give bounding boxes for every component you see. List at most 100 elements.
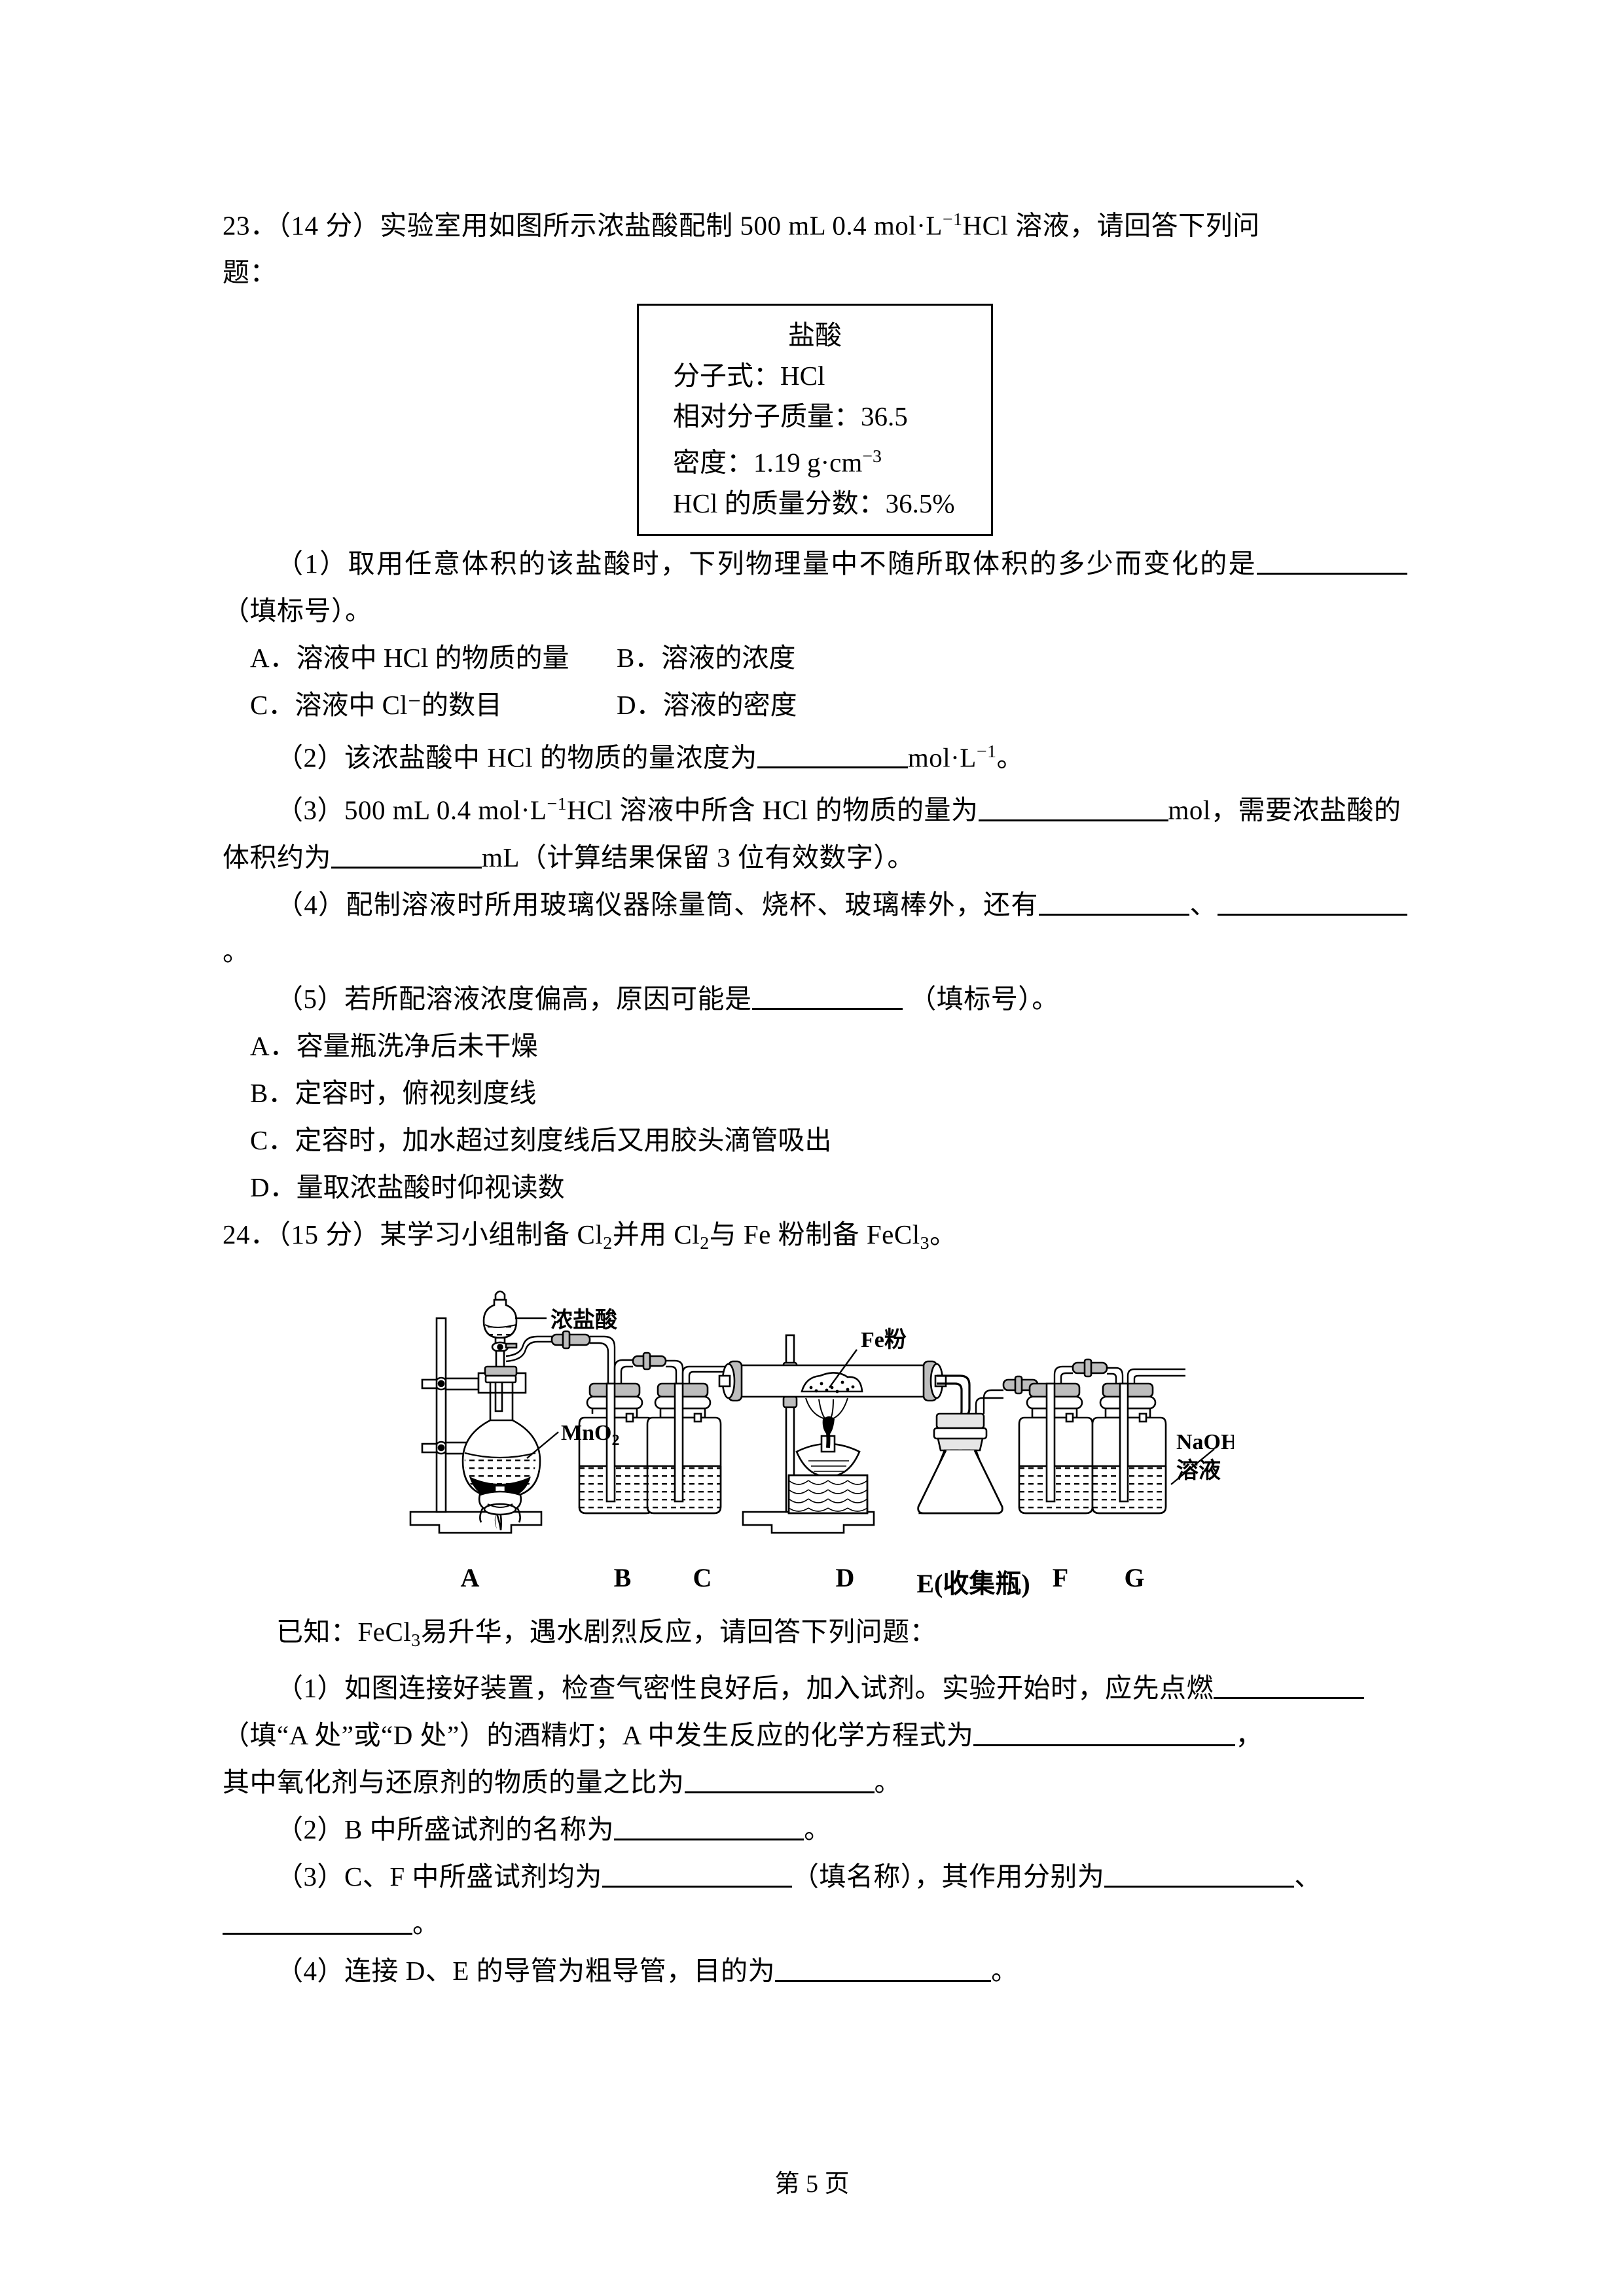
q23-options-row-2: C．溶液中 Cl⁻的数目 D．溶液的密度 xyxy=(223,681,1407,728)
q24-stem-sub-1: 2 xyxy=(603,1232,613,1253)
q23-sub1-answer-blank[interactable] xyxy=(1257,572,1407,575)
q23-sub4-period: 。 xyxy=(223,936,250,967)
q23-sub5-answer-blank[interactable] xyxy=(751,1007,903,1010)
q24-sub3-period: 。 xyxy=(412,1908,440,1939)
q23-stem-text-1: 23．（14 分）实验室用如图所示浓盐酸配制 500 mL 0.4 mol·L xyxy=(223,210,943,241)
q23-options-row-1: A．溶液中 HCl 的物质的量 B．溶液的浓度 xyxy=(223,634,1407,681)
info-molar-mass-label: 相对分子质量： xyxy=(673,401,861,432)
info-mass-fraction: HCl 的质量分数：36.5% xyxy=(661,483,969,524)
q23-option-a-text: 溶液中 HCl 的物质的量 xyxy=(296,642,569,673)
apparatus-diagram-wrapper: 浓盐酸 MnO2 Fe粉 NaOH 溶液 A B C D E(收集瓶) F G xyxy=(223,1284,1407,1602)
apparatus-label-c: C xyxy=(693,1562,712,1592)
q23-sub2-superscript: −1 xyxy=(976,741,997,762)
q23-q5-option-a-key: A． xyxy=(250,1030,297,1061)
q23-q5-option-d-key: D． xyxy=(250,1172,297,1202)
info-density-superscript: −3 xyxy=(862,446,882,467)
info-molar-mass: 相对分子质量：36.5 xyxy=(661,396,969,437)
diagram-label-concentrated-hcl: 浓盐酸 xyxy=(550,1308,618,1333)
q24-stem: 24．（15 分）某学习小组制备 Cl2并用 Cl2与 Fe 粉制备 FeCl3… xyxy=(223,1211,1407,1267)
q24-sub3-answer-blank-1[interactable] xyxy=(602,1885,792,1888)
q23-q5-option-b: B．定容时，俯视刻度线 xyxy=(223,1069,1407,1117)
q23-option-d-key: D． xyxy=(617,689,663,720)
q23-sub3-answer-blank-2[interactable] xyxy=(331,866,482,869)
q23-option-b-key: B． xyxy=(617,642,662,673)
apparatus-label-b: B xyxy=(613,1562,632,1592)
q23-sub4-answer-blank-1[interactable] xyxy=(1038,913,1189,916)
info-formula-value: HCl xyxy=(780,361,825,391)
q24-sub4-period: 。 xyxy=(991,1955,1019,1986)
diagram-label-mno2: MnO2 xyxy=(561,1421,619,1449)
q24-stem-text-4: 。 xyxy=(929,1219,957,1249)
info-formula: 分子式：HCl xyxy=(661,355,969,396)
q24-sub1-answer-blank-1[interactable] xyxy=(1214,1696,1364,1699)
q24-sub3-answer-blank-2[interactable] xyxy=(1104,1885,1295,1888)
q23-q5-option-d-text: 量取浓盐酸时仰视读数 xyxy=(296,1172,565,1202)
q24-sub1-answer-blank-3[interactable] xyxy=(684,1791,875,1793)
info-density: 密度：1.19 g·cm−3 xyxy=(661,437,969,482)
q24-sub4: （4）连接 D、E 的导管为粗导管，目的为 。 xyxy=(223,1947,1407,1994)
q23-sub1-text: （1）取用任意体积的该盐酸时，下列物理量中不随所取体积的多少而变化的是 xyxy=(276,548,1257,579)
q23-option-d-text: 溶液的密度 xyxy=(662,689,797,720)
q23-stem-text-2: HCl 溶液，请回答下列问 xyxy=(962,210,1260,241)
diagram-label-naoh-solution: 溶液 xyxy=(1176,1458,1221,1483)
info-mass-fraction-label: HCl 的质量分数： xyxy=(673,488,886,518)
q23-option-d: D．溶液的密度 xyxy=(617,681,983,728)
q24-sub1-answer-blank-2[interactable] xyxy=(973,1744,1236,1746)
q23-q5-option-c-key: C． xyxy=(250,1124,295,1155)
q24-sub3-answer-blank-3[interactable] xyxy=(223,1932,412,1935)
q24-sub2-period: 。 xyxy=(804,1814,831,1844)
q23-sub5-tail: （填标号）。 xyxy=(909,983,1059,1014)
q24-sub1-text-3: 其中氧化剂与还原剂的物质的量之比为 xyxy=(223,1767,685,1797)
q23-sub3-text-2: HCl 溶液中所含 HCl 的物质的量为 xyxy=(567,795,979,825)
q23-sub3-text-5: mL（计算结果保留 3 位有效数字）。 xyxy=(482,842,914,872)
q24-sub2-text: （2）B 中所盛试剂的名称为 xyxy=(276,1814,615,1844)
q24-known-sub: 3 xyxy=(411,1630,421,1651)
q23-sub5-text: （5）若所配溶液浓度偏高，原因可能是 xyxy=(276,983,752,1014)
diagram-label-fe-powder: Fe粉 xyxy=(861,1327,907,1352)
q23-sub3-text-1: （3）500 mL 0.4 mol·L xyxy=(276,795,547,825)
q24-sub3-text-1: （3）C、F 中所盛试剂均为 xyxy=(276,1861,602,1892)
apparatus-label-a: A xyxy=(460,1562,480,1592)
q23-sub4-answer-blank-2[interactable] xyxy=(1218,913,1408,916)
apparatus-label-d: D xyxy=(835,1562,855,1592)
q23-sub2-answer-blank[interactable] xyxy=(757,766,908,769)
q24-sub3: （3）C、F 中所盛试剂均为（填名称），其作用分别为、 xyxy=(223,1853,1407,1900)
info-title: 盐酸 xyxy=(788,320,842,351)
q23-stem-cont: 题： xyxy=(223,257,277,288)
page-content: 23．（14 分）实验室用如图所示浓盐酸配制 500 mL 0.4 mol·L−… xyxy=(223,196,1408,1994)
q24-sub3-separator: 、 xyxy=(1294,1861,1322,1892)
apparatus-diagram-svg: 浓盐酸 MnO2 Fe粉 NaOH 溶液 xyxy=(409,1290,1238,1534)
info-molar-mass-value: 36.5 xyxy=(861,401,908,432)
apparatus-diagram: 浓盐酸 MnO2 Fe粉 NaOH 溶液 A B C D E(收集瓶) F G xyxy=(396,1284,1238,1602)
q23-sub3-text-4: 体积约为 xyxy=(223,842,331,872)
q23-sub3-answer-blank-1[interactable] xyxy=(978,819,1168,821)
q24-sub2-answer-blank[interactable] xyxy=(614,1838,804,1840)
q23-sub4-text: （4）配制溶液时所用玻璃仪器除量筒、烧杯、玻璃棒外，还有 xyxy=(276,889,1039,920)
q24-sub1-period: 。 xyxy=(874,1767,901,1797)
q24-sub3-cont: 。 xyxy=(223,1900,1407,1947)
q23-option-c-key: C． xyxy=(250,689,295,720)
q24-stem-text-1: 24．（15 分）某学习小组制备 Cl xyxy=(223,1219,604,1249)
q23-option-c: C．溶液中 Cl⁻的数目 xyxy=(223,681,617,728)
info-density-label: 密度： xyxy=(673,447,753,478)
q23-sub2-text: （2）该浓盐酸中 HCl 的物质的量浓度为 xyxy=(276,742,757,773)
diagram-label-naoh: NaOH xyxy=(1176,1430,1234,1454)
q23-sub3: （3）500 mL 0.4 mol·L−1HCl 溶液中所含 HCl 的物质的量… xyxy=(223,781,1407,833)
q23-q5-option-d: D．量取浓盐酸时仰视读数 xyxy=(223,1164,1407,1211)
q24-stem-sub-2: 2 xyxy=(700,1232,710,1253)
q24-sub1-comma: ， xyxy=(1235,1719,1263,1750)
q24-known-text-1: 已知：FeCl xyxy=(276,1616,412,1647)
q23-sub3-text-3: mol，需要浓盐酸的 xyxy=(1168,795,1401,825)
apparatus-label-f: F xyxy=(1052,1562,1069,1592)
q24-sub4-text: （4）连接 D、E 的导管为粗导管，目的为 xyxy=(276,1955,776,1986)
q24-sub4-answer-blank[interactable] xyxy=(775,1979,992,1982)
q24-sub1-text-2: （填“A 处”或“D 处”）的酒精灯；A 中发生反应的化学方程式为 xyxy=(223,1719,974,1750)
q24-sub1-text-1: （1）如图连接好装置，检查气密性良好后，加入试剂。实验开始时，应先点燃 xyxy=(276,1672,1214,1703)
q23-stem: 23．（14 分）实验室用如图所示浓盐酸配制 500 mL 0.4 mol·L−… xyxy=(223,196,1407,249)
q23-q5-option-b-text: 定容时，俯视刻度线 xyxy=(295,1077,537,1108)
q23-stem-superscript: −1 xyxy=(942,209,963,230)
info-mass-fraction-value: 36.5% xyxy=(885,488,955,518)
q23-option-a: A．溶液中 HCl 的物质的量 xyxy=(223,634,617,681)
info-formula-label: 分子式： xyxy=(673,361,780,391)
